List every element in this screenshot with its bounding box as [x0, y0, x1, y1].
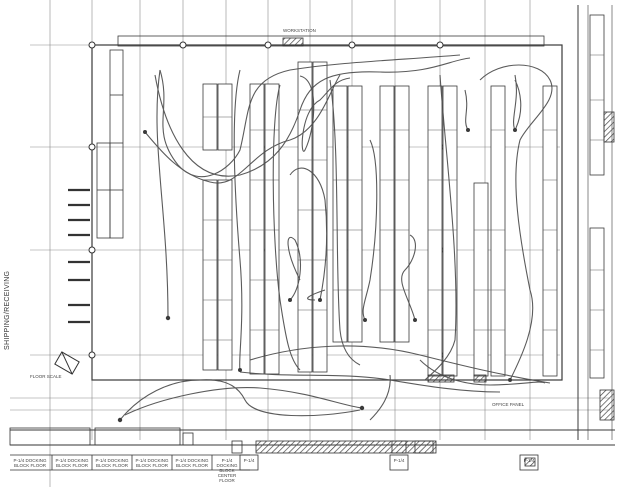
dock-label-7: P-1/4 [243, 458, 255, 463]
dock-label-6: P-1/4 DOCKING BLOCK CENTER FLOOR [216, 458, 238, 483]
floor-scale-box [54, 351, 80, 375]
dock-label-5: P-1/4 DOCKING BLOCK FLOOR [175, 458, 209, 468]
dock-label-8: P-1/4 [393, 458, 405, 463]
dock-doors-left [68, 188, 90, 324]
dock-label-1: P-1/4 DOCKING BLOCK FLOOR [13, 458, 47, 468]
travel-paths [119, 54, 553, 421]
dock-label-3: P-1/4 DOCKING BLOCK FLOOR [95, 458, 129, 468]
dock-label-9: P-1/4 [523, 458, 535, 463]
path-nodes [117, 128, 517, 423]
storage-racks [202, 14, 605, 379]
dock-label-2: P-1/4 DOCKING BLOCK FLOOR [55, 458, 89, 468]
receiving-racks [96, 49, 124, 239]
dock-label-4: P-1/4 DOCKING BLOCK FLOOR [135, 458, 169, 468]
bottom-docks [9, 427, 539, 471]
hatched-areas [255, 37, 615, 467]
shipping-receiving-label: SHIPPING/RECEIVING [4, 270, 11, 350]
floor-scale-label: FLOOR SCALE [30, 374, 62, 379]
rack-dividers [203, 54, 604, 351]
workstation-label: WORKSTATION [283, 28, 316, 33]
office-label: OFFICE PANEL [492, 402, 525, 407]
